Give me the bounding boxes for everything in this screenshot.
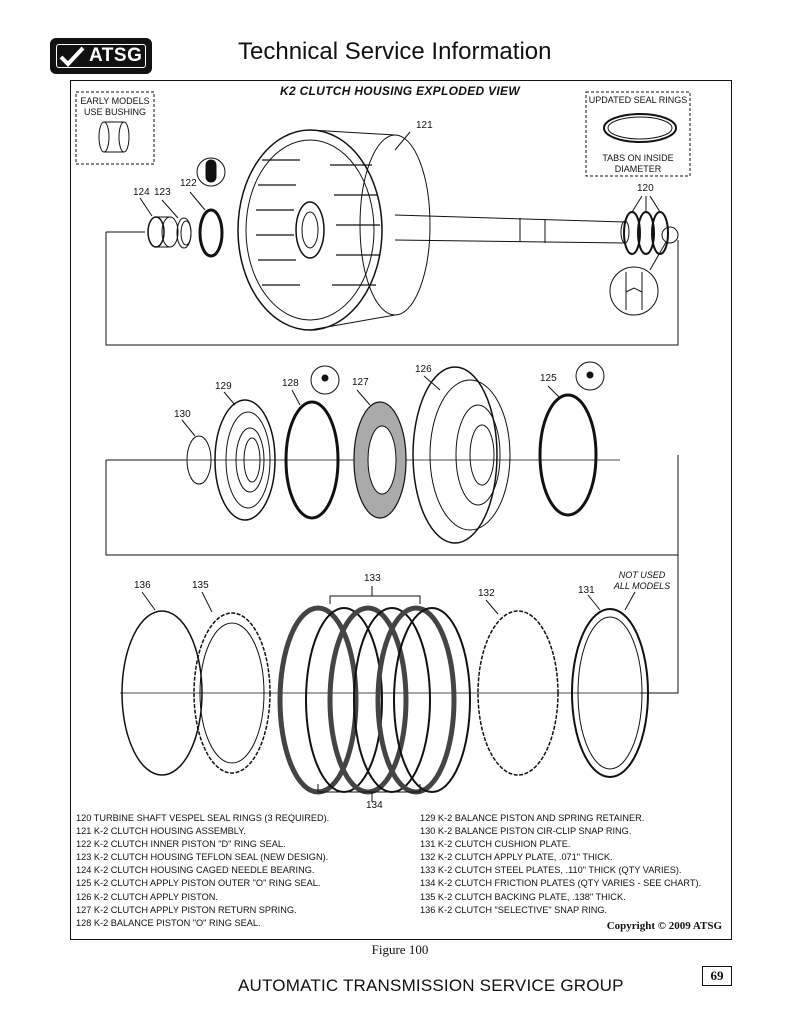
- seal-ring-detail-bubble: [609, 266, 659, 316]
- legend-left-column: 120 TURBINE SHAFT VESPEL SEAL RINGS (3 R…: [76, 812, 329, 930]
- callout-124: 124: [133, 187, 150, 198]
- diagram-title: K2 CLUTCH HOUSING EXPLODED VIEW: [280, 84, 520, 98]
- tabs-line1: TABS ON INSIDE: [602, 153, 674, 163]
- not-used-line2: ALL MODELS: [613, 581, 671, 591]
- tabs-note: TABS ON INSIDE DIAMETER: [588, 153, 688, 175]
- legend-item: 122 K-2 CLUTCH INNER PISTON "D" RING SEA…: [76, 839, 286, 850]
- part-121-clutch-housing: [237, 129, 630, 331]
- o-ring-section-bubble-128: [310, 365, 340, 395]
- page-title: Technical Service Information: [238, 38, 552, 65]
- callout-125: 125: [540, 373, 557, 384]
- footer-org: AUTOMATIC TRANSMISSION SERVICE GROUP: [238, 976, 624, 995]
- not-used-note: NOT USED ALL MODELS: [602, 570, 682, 592]
- part-132-apply-plate: [477, 610, 559, 776]
- updated-seal-rings-note: UPDATED SEAL RINGS: [588, 95, 688, 105]
- callout-126: 126: [415, 364, 432, 375]
- legend-item: 123 K-2 CLUTCH HOUSING TEFLON SEAL (NEW …: [76, 852, 329, 863]
- callout-136: 136: [134, 580, 151, 591]
- part-133-134-clutch-pack: [277, 605, 471, 795]
- callout-130: 130: [174, 409, 191, 420]
- legend-item: 124 K-2 CLUTCH HOUSING CAGED NEEDLE BEAR…: [76, 865, 315, 876]
- legend-right-column: 129 K-2 BALANCE PISTON AND SPRING RETAIN…: [420, 812, 701, 917]
- part-126-apply-piston: [412, 366, 511, 544]
- checkmark-icon: [59, 46, 85, 67]
- updated-seal-ring: [603, 113, 677, 143]
- legend-item: 128 K-2 BALANCE PISTON "O" RING SEAL.: [76, 917, 261, 928]
- part-130-snap-ring: [186, 435, 212, 485]
- callout-127: 127: [352, 377, 369, 388]
- legend-item: 127 K-2 CLUTCH APPLY PISTON RETURN SPRIN…: [76, 904, 297, 915]
- legend-item: 131 K-2 CLUTCH CUSHION PLATE.: [420, 839, 571, 850]
- o-ring-section-bubble-125: [575, 361, 605, 391]
- callout-129: 129: [215, 381, 232, 392]
- legend-item: 121 K-2 CLUTCH HOUSING ASSEMBLY.: [76, 826, 246, 837]
- updated-seal-box: [585, 91, 691, 177]
- logo-border: [56, 44, 146, 68]
- callout-122: 122: [180, 178, 197, 189]
- legend-item: 125 K-2 CLUTCH APPLY PISTON OUTER "O" RI…: [76, 878, 321, 889]
- part-129-balance-piston: [214, 399, 276, 521]
- tabs-line2: DIAMETER: [614, 164, 662, 174]
- callout-131: 131: [578, 585, 595, 596]
- connector-line-2: [105, 455, 679, 556]
- part-127-return-spring: [353, 401, 407, 519]
- diagram-frame: [70, 80, 732, 940]
- legend-item: 126 K-2 CLUTCH APPLY PISTON.: [76, 891, 218, 902]
- part-120-seal-rings: [623, 211, 669, 255]
- early-models-line2: USE BUSHING: [83, 107, 146, 117]
- page-number: 69: [702, 966, 732, 986]
- part-136-snap-ring: [121, 610, 203, 776]
- legend-item: 133 K-2 CLUTCH STEEL PLATES, .110" THICK…: [420, 865, 682, 876]
- part-135-backing-plate: [193, 612, 271, 774]
- bushing-part: [98, 121, 110, 153]
- part-125-o-ring: [538, 393, 598, 517]
- callout-120: 120: [637, 183, 654, 194]
- connector-line-1: [105, 232, 679, 346]
- callout-135: 135: [192, 580, 209, 591]
- atsg-logo: ATSG: [50, 38, 152, 74]
- callout-128: 128: [282, 378, 299, 389]
- early-models-line1: EARLY MODELS: [80, 96, 150, 106]
- legend-item: 120 TURBINE SHAFT VESPEL SEAL RINGS (3 R…: [76, 813, 330, 823]
- copyright-notice: Copyright © 2009 ATSG: [606, 920, 722, 932]
- legend-item: 134 K-2 CLUTCH FRICTION PLATES (QTY VARI…: [420, 878, 702, 889]
- callout-123: 123: [154, 187, 171, 198]
- d-ring-section-bubble: [196, 157, 226, 187]
- not-used-line1: NOT USED: [618, 570, 666, 580]
- legend-item: 136 K-2 CLUTCH "SELECTIVE" SNAP RING.: [420, 904, 608, 915]
- callout-134: 134: [366, 800, 383, 811]
- legend-item: 135 K-2 CLUTCH BACKING PLATE, .138" THIC…: [420, 891, 626, 902]
- legend-item: 129 K-2 BALANCE PISTON AND SPRING RETAIN…: [420, 813, 645, 823]
- figure-caption: Figure 100: [371, 942, 429, 957]
- part-131-cushion-plate: [571, 608, 649, 778]
- callout-121: 121: [416, 120, 433, 131]
- callout-132: 132: [478, 588, 495, 599]
- part-128-o-ring: [284, 400, 340, 520]
- legend-item: 132 K-2 CLUTCH APPLY PLATE, .071" THICK.: [420, 852, 613, 863]
- part-122-d-ring: [198, 208, 224, 258]
- legend-item: 130 K-2 BALANCE PISTON CIR-CLIP SNAP RIN…: [420, 826, 632, 837]
- logo-text: ATSG: [89, 45, 143, 66]
- early-models-note: EARLY MODELS USE BUSHING: [78, 96, 152, 118]
- callout-133: 133: [364, 573, 381, 584]
